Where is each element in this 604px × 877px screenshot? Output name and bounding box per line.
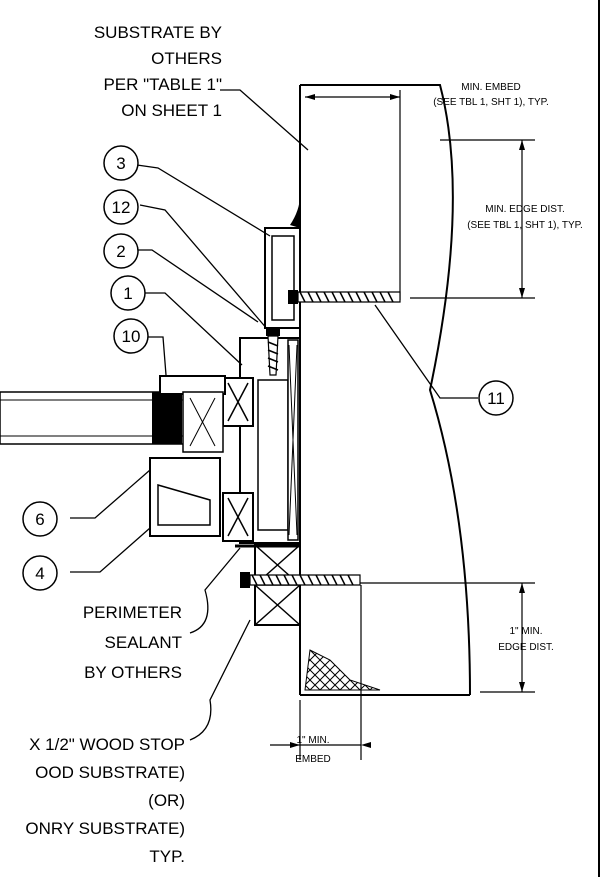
one-min-embed-note-line-2: EMBED (295, 754, 331, 765)
substrate-note-line-3: PER "TABLE 1" (103, 75, 222, 94)
perimeter-sealant-line-1: PERIMETER (83, 603, 182, 622)
callout-bubbles: 3 12 2 1 10 11 6 4 (22, 145, 514, 591)
callout-11: 11 (478, 380, 514, 416)
callout-6: 6 (22, 501, 58, 537)
callout-12: 12 (103, 189, 139, 225)
callout-3: 3 (103, 145, 139, 181)
callout-1-label: 1 (123, 284, 132, 303)
substrate-note: SUBSTRATE BY OTHERS PER "TABLE 1" ON SHE… (94, 23, 222, 120)
callout-4-label: 4 (35, 564, 44, 583)
callout-2: 2 (103, 233, 139, 269)
one-min-edge-note-line-1: 1" MIN. (510, 626, 543, 637)
min-embed-dimension (305, 90, 401, 300)
wood-stop-line-4: ONRY SUBSTRATE) (25, 819, 185, 838)
min-embed-note-line-2: (SEE TBL 1, SHT 1), TYP. (433, 97, 549, 108)
callout-10-label: 10 (122, 327, 141, 346)
min-edge-dist-dimension (410, 139, 535, 299)
min-edge-dist-note-line-2: (SEE TBL 1, SHT 1), TYP. (467, 220, 583, 231)
one-min-edge-dimension (360, 582, 535, 693)
substrate (299, 84, 471, 696)
perimeter-sealant-line-3: BY OTHERS (84, 663, 182, 682)
substrate-note-line-2: OTHERS (151, 49, 222, 68)
one-min-edge-note: 1" MIN. EDGE DIST. (498, 626, 554, 653)
substrate-note-line-4: ON SHEET 1 (121, 101, 222, 120)
wood-stop-note: X 1/2" WOOD STOP OOD SUBSTRATE) (OR) ONR… (25, 735, 185, 866)
callout-2-label: 2 (116, 242, 125, 261)
perimeter-sealant-line-2: SEALANT (105, 633, 182, 652)
frame-screw (266, 328, 280, 376)
callout-10: 10 (113, 318, 149, 354)
one-min-edge-note-line-2: EDGE DIST. (498, 642, 554, 653)
callout-1: 1 (110, 275, 146, 311)
callout-12-label: 12 (112, 198, 131, 217)
callout-4: 4 (22, 555, 58, 591)
wood-stop-line-1: X 1/2" WOOD STOP (29, 735, 185, 754)
callout-6-label: 6 (35, 510, 44, 529)
wood-stop-line-2: OOD SUBSTRATE) (35, 763, 185, 782)
one-min-embed-note: 1" MIN. EMBED (295, 735, 331, 765)
min-edge-dist-note: MIN. EDGE DIST. (SEE TBL 1, SHT 1), TYP. (467, 204, 583, 231)
one-min-embed-note-line-1: 1" MIN. (297, 735, 330, 746)
callout-11-label: 11 (487, 389, 505, 408)
one-min-embed-dimension (270, 585, 371, 760)
min-embed-note: MIN. EMBED (SEE TBL 1, SHT 1), TYP. (433, 82, 549, 108)
callout-3-label: 3 (116, 154, 125, 173)
perimeter-sealant-note: PERIMETER SEALANT BY OTHERS (83, 603, 182, 682)
anchor-screw-upper (288, 290, 401, 304)
wood-stop-line-3: (OR) (148, 791, 185, 810)
anchor-screw-lower (240, 572, 361, 588)
min-edge-dist-note-line-1: MIN. EDGE DIST. (485, 204, 564, 215)
min-embed-note-line-1: MIN. EMBED (461, 82, 520, 93)
substrate-note-line-1: SUBSTRATE BY (94, 23, 222, 42)
wood-stop-line-5: TYP. (149, 847, 185, 866)
